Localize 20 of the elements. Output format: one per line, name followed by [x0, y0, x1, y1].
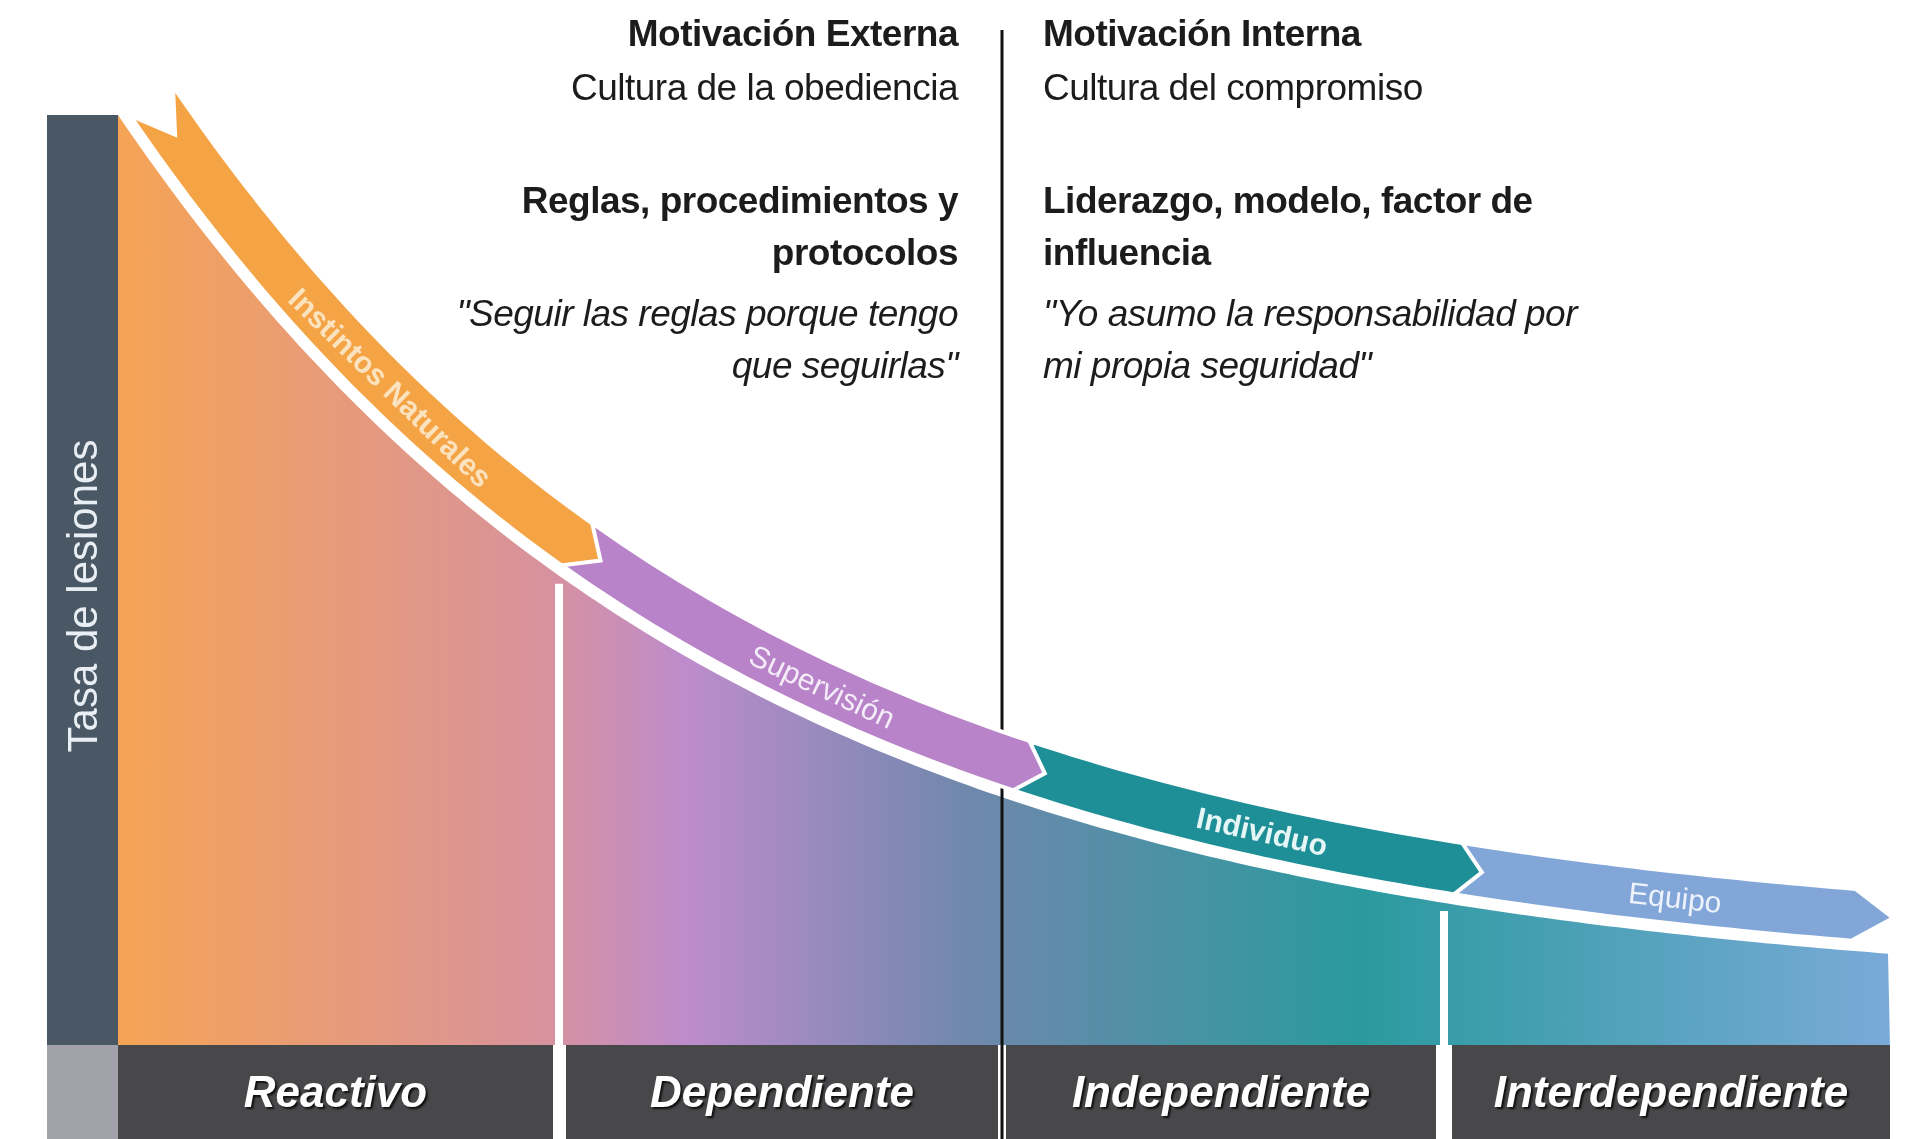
- stage-box: [1006, 1045, 1436, 1139]
- heading-text: Reglas, procedimientos y protocolos: [520, 179, 958, 275]
- heading-text: Liderazgo, modelo, factor de influencia: [1043, 179, 1534, 275]
- stage-label: Independiente: [1071, 1067, 1371, 1117]
- quote-text: "Yo asumo la responsabilidad por mi propia seguridad": [1043, 292, 1580, 388]
- stage-box: [566, 1045, 998, 1139]
- heading-text: Motivación Externa: [626, 12, 958, 56]
- band-label: Equipo: [1626, 875, 1724, 920]
- subheading-text: Cultura de la obediencia: [569, 66, 958, 110]
- stage-label: Interdependiente: [1493, 1067, 1849, 1117]
- axis-title: Tasa de lesiones: [58, 439, 107, 753]
- heading-text: Motivación Interna: [1043, 12, 1363, 56]
- stage-label: Reactivo: [243, 1067, 428, 1117]
- axis-bar: [47, 115, 118, 1139]
- stage-box: [1452, 1045, 1890, 1139]
- stage-box: [118, 1045, 553, 1139]
- subheading-text: Cultura del compromiso: [1043, 66, 1424, 110]
- quote-text: "Seguir las reglas porque tengo que seguirlas": [456, 292, 958, 386]
- band-label: Individuo: [1193, 800, 1331, 863]
- stage-label: Dependiente: [649, 1067, 914, 1117]
